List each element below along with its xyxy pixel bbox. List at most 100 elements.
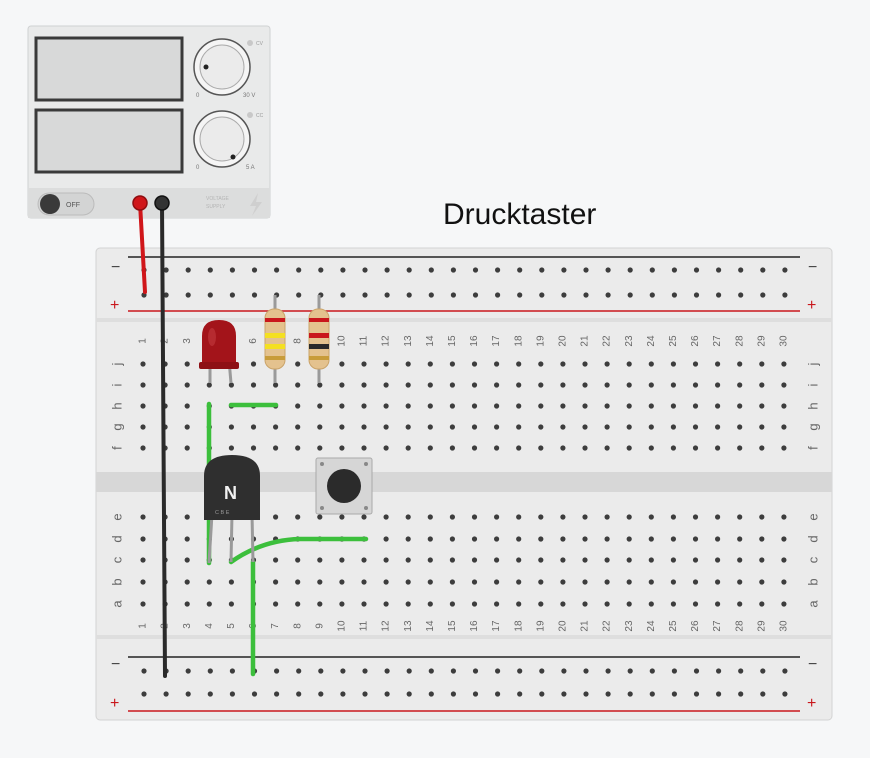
breadboard-hole[interactable]: [582, 382, 588, 388]
breadboard-hole[interactable]: [538, 403, 544, 409]
breadboard-hole[interactable]: [692, 382, 699, 388]
breadboard-hole[interactable]: [626, 601, 632, 607]
breadboard-hole[interactable]: [471, 445, 478, 451]
breadboard-hole[interactable]: [450, 292, 456, 298]
breadboard-hole[interactable]: [760, 691, 766, 697]
breadboard-hole[interactable]: [627, 691, 633, 697]
breadboard-hole[interactable]: [140, 601, 146, 607]
breadboard-hole[interactable]: [228, 601, 234, 607]
breadboard-hole[interactable]: [781, 445, 787, 451]
breadboard-hole[interactable]: [539, 267, 545, 273]
breadboard-hole[interactable]: [582, 445, 588, 451]
breadboard-hole[interactable]: [692, 536, 699, 542]
breadboard-hole[interactable]: [228, 445, 234, 451]
breadboard-hole[interactable]: [295, 514, 301, 520]
breadboard-hole[interactable]: [494, 601, 500, 607]
breadboard-hole[interactable]: [626, 514, 632, 520]
breadboard-hole[interactable]: [715, 514, 721, 520]
breadboard-hole[interactable]: [428, 668, 434, 674]
breadboard-hole[interactable]: [560, 424, 566, 430]
breadboard-hole[interactable]: [760, 292, 766, 298]
breadboard-hole[interactable]: [471, 403, 478, 409]
breadboard-hole[interactable]: [516, 361, 522, 367]
breadboard-hole[interactable]: [649, 292, 655, 298]
breadboard-hole[interactable]: [471, 382, 478, 388]
power-supply[interactable]: CV CC 0 30 V 0 5 A OFF VOLTAGE SUPPLY: [27, 25, 271, 219]
breadboard-hole[interactable]: [649, 267, 655, 273]
breadboard-hole[interactable]: [538, 514, 544, 520]
breadboard-hole[interactable]: [427, 361, 433, 367]
breadboard-hole[interactable]: [494, 445, 500, 451]
breadboard-hole[interactable]: [517, 267, 523, 273]
breadboard-hole[interactable]: [759, 382, 765, 388]
breadboard-hole[interactable]: [737, 579, 743, 585]
breadboard-hole[interactable]: [494, 382, 500, 388]
breadboard-hole[interactable]: [251, 292, 258, 298]
breadboard-hole[interactable]: [495, 267, 501, 273]
breadboard-hole[interactable]: [604, 514, 610, 520]
breadboard-hole[interactable]: [384, 267, 390, 273]
breadboard-hole[interactable]: [406, 292, 412, 298]
breadboard-hole[interactable]: [781, 536, 787, 542]
breadboard-hole[interactable]: [561, 267, 567, 273]
breadboard-hole[interactable]: [716, 292, 722, 298]
breadboard-hole[interactable]: [715, 424, 721, 430]
breadboard-hole[interactable]: [648, 536, 654, 542]
breadboard-hole[interactable]: [715, 445, 721, 451]
breadboard-hole[interactable]: [604, 424, 610, 430]
breadboard-hole[interactable]: [781, 557, 787, 563]
breadboard-hole[interactable]: [693, 668, 700, 674]
breadboard-hole[interactable]: [296, 267, 302, 273]
breadboard-hole[interactable]: [626, 403, 632, 409]
breadboard-hole[interactable]: [207, 668, 213, 674]
breadboard-hole[interactable]: [781, 403, 787, 409]
breadboard-hole[interactable]: [648, 445, 654, 451]
breadboard-hole[interactable]: [361, 579, 367, 585]
breadboard-hole[interactable]: [339, 424, 345, 430]
breadboard-hole[interactable]: [471, 536, 478, 542]
breadboard-hole[interactable]: [582, 424, 588, 430]
breadboard-hole[interactable]: [184, 361, 190, 367]
breadboard-hole[interactable]: [582, 361, 588, 367]
breadboard-hole[interactable]: [648, 579, 654, 585]
breadboard-hole[interactable]: [759, 403, 765, 409]
breadboard-hole[interactable]: [184, 536, 190, 542]
breadboard-hole[interactable]: [471, 424, 478, 430]
breadboard-hole[interactable]: [516, 579, 522, 585]
breadboard-hole[interactable]: [184, 514, 190, 520]
breadboard-hole[interactable]: [449, 536, 455, 542]
breadboard-hole[interactable]: [516, 382, 522, 388]
breadboard-hole[interactable]: [649, 668, 655, 674]
breadboard-hole[interactable]: [273, 557, 279, 563]
breadboard-hole[interactable]: [383, 403, 389, 409]
breadboard-hole[interactable]: [405, 361, 411, 367]
breadboard-hole[interactable]: [405, 536, 411, 542]
breadboard-hole[interactable]: [184, 382, 190, 388]
breadboard-hole[interactable]: [472, 292, 479, 298]
breadboard-hole[interactable]: [406, 267, 412, 273]
breadboard-hole[interactable]: [693, 267, 700, 273]
breadboard-hole[interactable]: [582, 536, 588, 542]
breadboard-hole[interactable]: [405, 403, 411, 409]
breadboard-hole[interactable]: [383, 536, 389, 542]
breadboard-hole[interactable]: [273, 514, 279, 520]
breadboard-hole[interactable]: [670, 445, 677, 451]
breadboard-hole[interactable]: [560, 382, 566, 388]
breadboard-hole[interactable]: [339, 557, 345, 563]
breadboard-hole[interactable]: [738, 267, 744, 273]
breadboard-hole[interactable]: [516, 424, 522, 430]
breadboard-hole[interactable]: [228, 579, 234, 585]
breadboard-hole[interactable]: [692, 403, 699, 409]
breadboard-hole[interactable]: [516, 514, 522, 520]
breadboard-hole[interactable]: [427, 536, 433, 542]
breadboard-hole[interactable]: [295, 424, 301, 430]
breadboard-hole[interactable]: [317, 445, 323, 451]
breadboard-hole[interactable]: [604, 445, 610, 451]
breadboard-hole[interactable]: [471, 557, 478, 563]
breadboard-hole[interactable]: [715, 579, 721, 585]
breadboard-hole[interactable]: [339, 601, 345, 607]
breadboard-hole[interactable]: [273, 579, 279, 585]
breadboard-hole[interactable]: [340, 691, 346, 697]
breadboard-hole[interactable]: [228, 382, 234, 388]
breadboard-hole[interactable]: [670, 403, 677, 409]
